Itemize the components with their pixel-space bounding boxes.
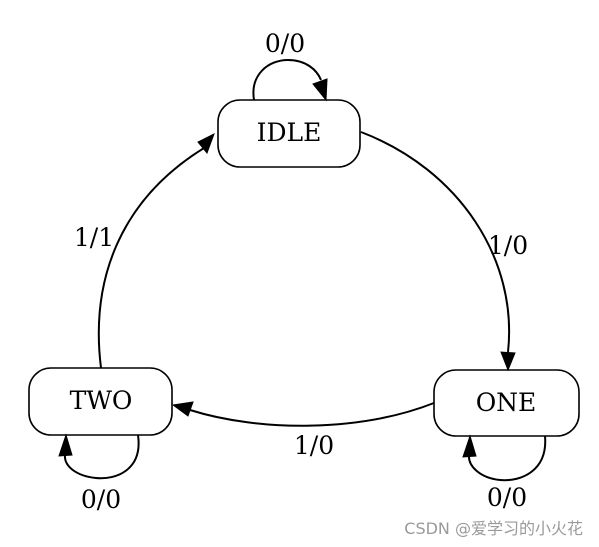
- transition-two-to-idle-arrowhead: [197, 132, 215, 154]
- transition-idle-to-one-arrowhead: [500, 351, 516, 372]
- transition-idle-self: 0/0: [252, 29, 328, 102]
- transition-two-self-label: 0/0: [81, 485, 121, 514]
- transition-one-self-label: 0/0: [487, 483, 527, 512]
- state-idle-box: [217, 99, 361, 168]
- transition-one-to-two-arrowhead: [171, 401, 194, 417]
- transition-two-self-arrowhead: [58, 433, 73, 457]
- transition-two-to-idle-line: [97, 147, 205, 369]
- transition-one-self-arrowhead: [462, 434, 477, 458]
- transition-one-self-line: [467, 435, 547, 482]
- state-one-label: ONE: [476, 388, 537, 417]
- transition-two-self: 0/0: [58, 433, 140, 514]
- state-two: TWO: [28, 367, 173, 436]
- transition-two-self-line: [63, 434, 140, 480]
- transition-one-to-two-label: 1/0: [294, 431, 334, 460]
- transition-two-to-idle-label: 1/1: [74, 223, 114, 252]
- transition-idle-to-one: 1/0: [360, 131, 528, 372]
- state-two-label: TWO: [70, 386, 133, 415]
- state-idle: IDLE: [217, 99, 361, 168]
- transition-one-self: 0/0: [462, 434, 547, 512]
- watermark-text: CSDN @爱学习的小火花: [404, 519, 583, 538]
- transition-two-to-idle: 1/1: [74, 132, 215, 369]
- state-one: ONE: [433, 369, 580, 437]
- transition-idle-self-label: 0/0: [265, 29, 305, 58]
- transition-one-to-two: 1/0: [171, 401, 435, 460]
- state-idle-label: IDLE: [257, 118, 322, 147]
- transition-one-to-two-line: [189, 402, 435, 427]
- transition-idle-self-arrowhead: [312, 78, 328, 102]
- transition-idle-to-one-line: [360, 131, 511, 353]
- transition-idle-self-line: [252, 58, 322, 101]
- transition-idle-to-one-label: 1/0: [488, 231, 528, 260]
